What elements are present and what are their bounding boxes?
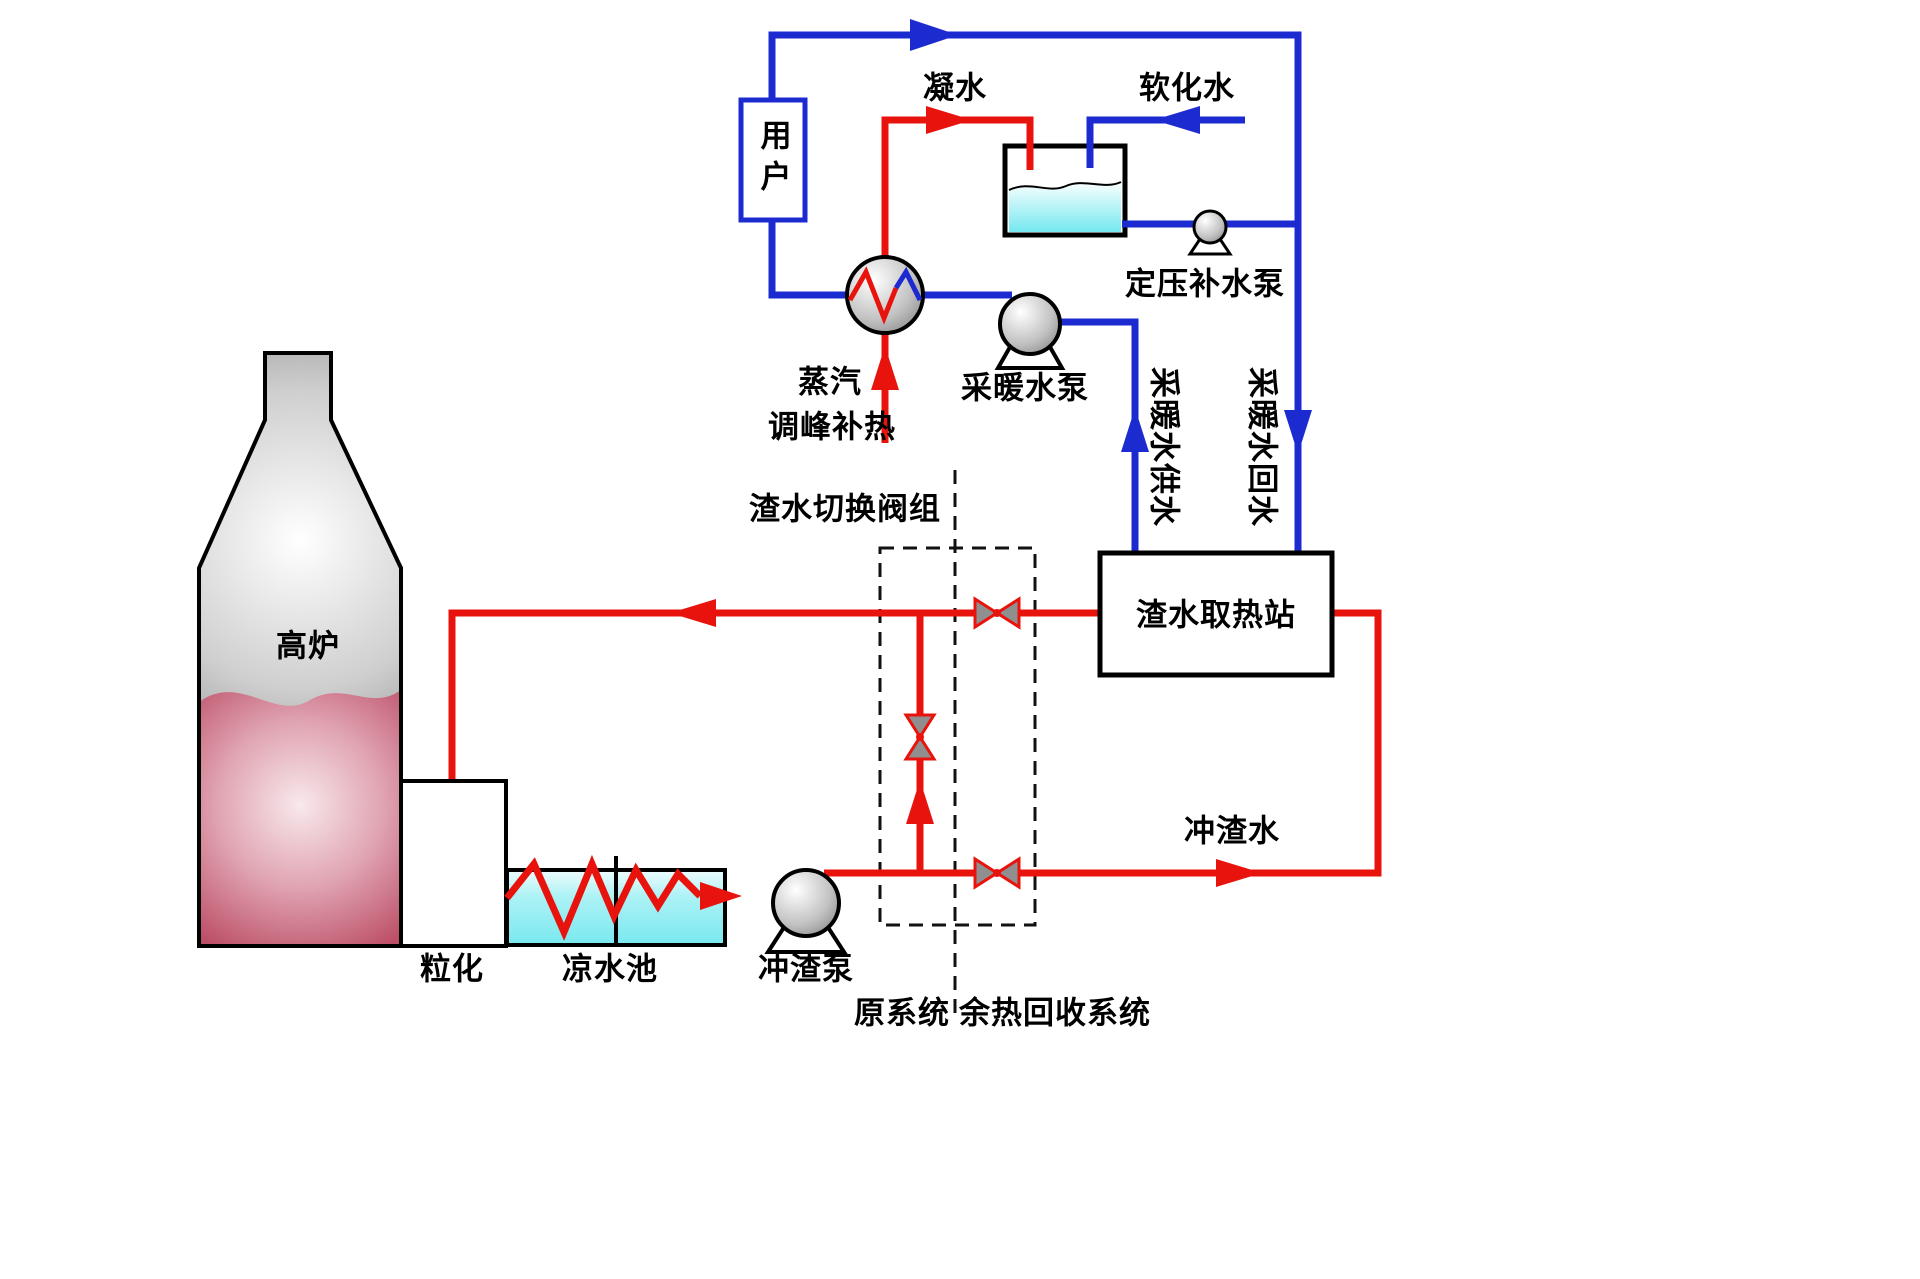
label-heating-supply: 采暖水供水 [1146,367,1182,527]
makeup-water-tank [1002,143,1128,238]
flow-arrow-pool-icon [700,882,742,910]
heat-exchanger [845,255,925,335]
flow-arrow-steam-icon [871,346,899,390]
heating-water-pump [994,292,1066,370]
label-heating-pump: 采暖水泵 [961,370,1089,406]
label-granulation: 粒化 [420,951,484,987]
label-valve-group: 渣水切换阀组 [749,491,941,527]
flow-arrow-bypass-icon [906,780,934,824]
label-original-system: 原系统 [854,995,950,1031]
label-cooling-pool: 凉水池 [562,951,658,987]
flow-arrow-slag-return-icon [670,599,716,627]
label-recovery-system: 余热回收系统 [959,995,1151,1031]
label-slag-flush-water: 冲渣水 [1184,813,1280,849]
label-condensate: 凝水 [923,70,987,106]
label-peak-heating: 调峰补热 [768,409,896,445]
label-user: 用户 [755,119,791,201]
pressure-makeup-pump [1187,209,1233,256]
valve-bypass-icon [903,713,937,761]
label-blast-furnace: 高炉 [276,628,340,664]
label-softened-water: 软化水 [1139,70,1235,106]
blast-furnace [197,351,403,948]
slag-flush-pump [764,868,848,954]
heat-station-box [1097,550,1335,678]
flow-arrow-return-down-icon [1284,410,1312,454]
label-heat-station: 渣水取热站 [1136,597,1296,633]
cooling-pool [504,854,742,947]
slag-water-and-steam-pipes [448,106,1382,887]
valve-group-dashed-box [878,546,1037,927]
flow-arrow-softened-water-icon [1154,106,1200,134]
label-makeup-pump: 定压补水泵 [1125,266,1285,302]
granulation-box [399,779,508,948]
valve-lower-icon [973,856,1021,890]
label-steam: 蒸汽 [798,364,862,400]
flow-arrow-condensate-icon [926,106,972,134]
flow-arrow-slag-supply-icon [1216,859,1262,887]
valve-upper-icon [973,596,1021,630]
user-box [738,97,808,223]
label-heating-return: 采暖水回水 [1244,367,1280,527]
flow-arrow-supply-up-icon [1121,408,1149,452]
label-slag-pump: 冲渣泵 [758,951,854,987]
flow-arrow-return-top-icon [910,19,958,51]
